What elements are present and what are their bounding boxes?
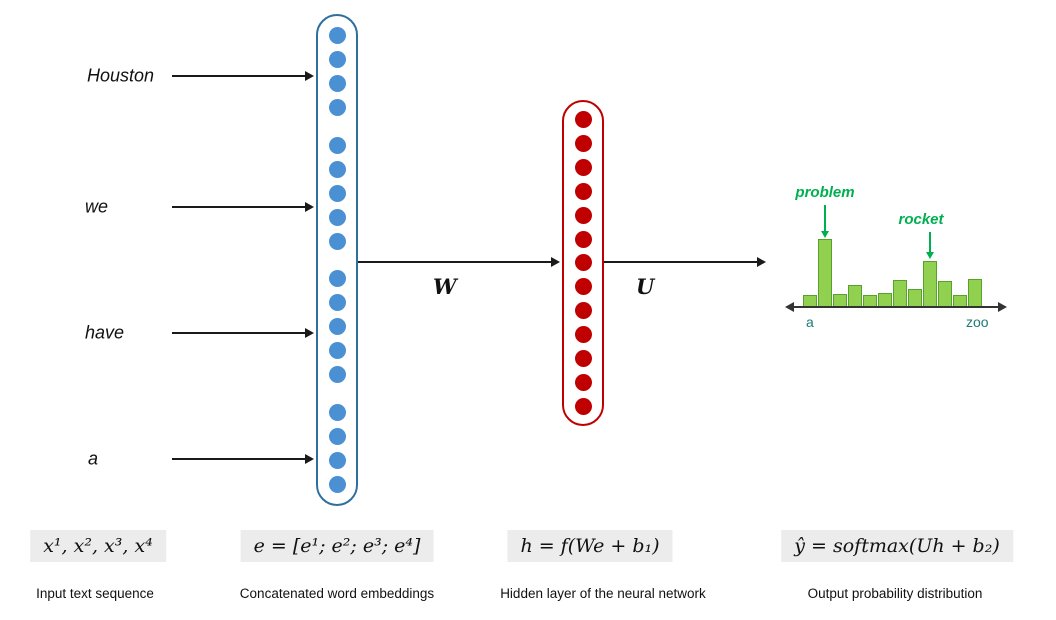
caption-input-sequence: Input text sequence: [36, 586, 154, 601]
embedding-node: [328, 184, 346, 202]
embedding-node: [328, 318, 346, 336]
embedding-group: [328, 270, 346, 384]
embedding-node: [328, 270, 346, 288]
probability-bar: [908, 289, 922, 307]
embedding-node: [328, 136, 346, 154]
annotation-problem: problem: [795, 184, 855, 201]
annotation-problem-arrow: [821, 205, 829, 238]
input-word-we: we: [85, 196, 109, 217]
embedding-node: [328, 27, 346, 44]
hidden-node: [574, 397, 592, 415]
hidden-node: [574, 326, 592, 344]
embedding-node: [328, 475, 346, 493]
hidden-column: [562, 100, 604, 426]
embedding-node: [328, 232, 346, 250]
input-word-have: have: [85, 322, 125, 343]
caption-hidden-layer: Hidden layer of the neural network: [500, 586, 706, 601]
embedding-node: [328, 75, 346, 92]
axis-start-label: a: [806, 314, 814, 330]
probability-bar: [833, 294, 847, 307]
embedding-group: [328, 27, 346, 116]
probability-bar: [938, 281, 952, 307]
hidden-node: [574, 373, 592, 391]
hidden-node: [574, 230, 592, 248]
arrow-hidden-to-output: [604, 257, 766, 267]
caption-output-distribution: Output probability distribution: [807, 586, 983, 601]
embedding-group: [328, 136, 346, 250]
formula-embeddings: e = [e¹; e²; e³; e⁴]: [240, 530, 434, 562]
embedding-column: [316, 14, 358, 506]
annotation-rocket-arrow: [926, 232, 934, 259]
probability-bar: [923, 261, 937, 307]
vocabulary-axis-line: [785, 302, 1007, 312]
caption-embeddings: Concatenated word embeddings: [239, 586, 435, 601]
weight-matrix-u-label: U: [636, 274, 655, 299]
probability-bar: [863, 295, 877, 307]
arrow-houston-to-embeddings: [172, 71, 314, 81]
embedding-node: [328, 208, 346, 226]
embedding-node: [328, 403, 346, 421]
arrow-a-to-embeddings: [172, 454, 314, 464]
hidden-node: [574, 302, 592, 320]
arrow-have-to-embeddings: [172, 328, 314, 338]
annotation-rocket: rocket: [898, 211, 944, 228]
input-word-houston: Houston: [87, 65, 155, 86]
arrow-we-to-embeddings: [172, 202, 314, 212]
embedding-group: [328, 403, 346, 493]
probability-bar: [893, 280, 907, 307]
embedding-node: [328, 160, 346, 178]
formula-input-sequence: x¹, x², x³, x⁴: [30, 530, 166, 562]
embedding-node: [328, 366, 346, 384]
input-word-a: a: [88, 448, 99, 469]
probability-bar: [878, 293, 892, 307]
hidden-node: [574, 182, 592, 200]
hidden-node: [574, 158, 592, 176]
probability-bar: [848, 285, 862, 307]
probability-bars: [803, 227, 982, 307]
arrow-embeddings-to-hidden: [358, 257, 560, 267]
hidden-node: [574, 278, 592, 296]
hidden-node: [574, 254, 592, 272]
embedding-node: [328, 99, 346, 116]
embedding-node: [328, 51, 346, 68]
hidden-node: [574, 134, 592, 152]
hidden-node: [574, 206, 592, 224]
probability-bar: [818, 239, 832, 307]
hidden-node: [574, 111, 592, 128]
formula-softmax-output: ŷ = softmax(Uh + b₂): [781, 530, 1013, 562]
hidden-node: [574, 350, 592, 368]
probability-bar: [968, 279, 982, 307]
embedding-node: [328, 294, 346, 312]
embedding-node: [328, 427, 346, 445]
probability-bar: [953, 295, 967, 307]
probability-bar: [803, 295, 817, 307]
embedding-node: [328, 342, 346, 360]
weight-matrix-w-label: W: [433, 274, 457, 299]
formula-hidden-layer: h = f(We + b₁): [507, 530, 673, 562]
embedding-node: [328, 451, 346, 469]
axis-end-label: zoo: [966, 314, 989, 330]
